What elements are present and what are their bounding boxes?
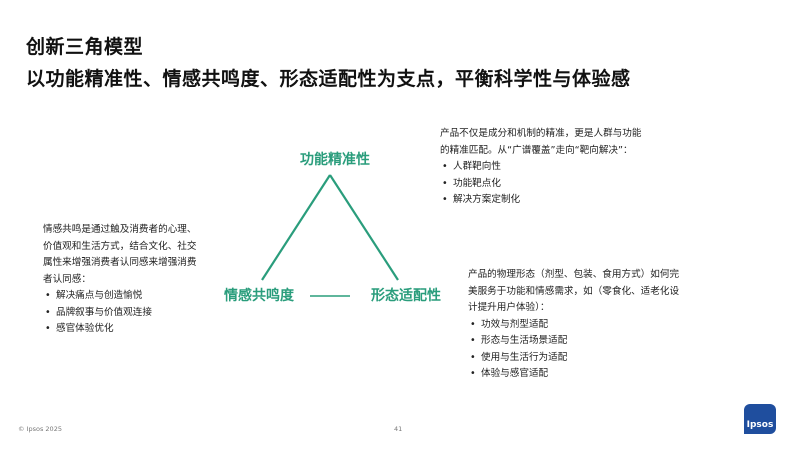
list-item: 感官体验优化	[43, 321, 209, 338]
list-item: 解决痛点与创造愉悦	[43, 288, 209, 305]
triangle-edge-top-left	[261, 174, 331, 281]
copyright-notice: © Ipsos 2025	[18, 425, 62, 433]
page-number: 41	[394, 425, 403, 433]
functional-precision-description: 产品不仅是成分和机制的精准，更是人群与功能 的精准匹配。从“广谱覆盖”走向“靶向…	[440, 126, 690, 209]
bullet-list: 人群靶向性 功能靶点化 解决方案定制化	[440, 159, 690, 209]
bullet-list: 解决痛点与创造愉悦 品牌叙事与价值观连接 感官体验优化	[43, 288, 209, 338]
description-line: 美服务于功能和情感需求，如（零食化、适老化设	[468, 285, 680, 297]
description-line: 情感共鸣是通过触及消费者的心理、	[43, 224, 197, 235]
list-item: 功能靶点化	[440, 176, 690, 193]
list-item: 功效与剂型适配	[468, 317, 726, 334]
ipsos-logo: Ipsos	[744, 404, 776, 434]
description-line: 计提升用户体验）：	[468, 302, 550, 313]
list-item: 人群靶向性	[440, 159, 690, 176]
slide-subtitle: 以功能精准性、情感共鸣度、形态适配性为支点，平衡科学性与体验感	[26, 68, 631, 90]
logo-text: Ipsos	[746, 420, 774, 430]
description-line: 产品不仅是成分和机制的精准，更是人群与功能	[440, 128, 642, 139]
form-adaptability-description: 产品的物理形态（剂型、包装、食用方式）如何完 美服务于功能和情感需求，如（零食化…	[468, 267, 726, 383]
list-item: 形态与生活场景适配	[468, 333, 726, 350]
list-item: 品牌叙事与价值观连接	[43, 305, 209, 322]
triangle-edge-top-right	[329, 174, 399, 281]
description-line: 产品的物理形态（剂型、包装、食用方式）如何完	[468, 269, 680, 280]
node-form-adaptability: 形态适配性	[367, 286, 445, 306]
emotional-resonance-description: 情感共鸣是通过触及消费者的心理、 价值观和生活方式，结合文化、社交 属性来增强消…	[43, 222, 209, 338]
node-emotional-resonance: 情感共鸣度	[220, 286, 298, 306]
description-line: 的精准匹配。从“广谱覆盖”走向“靶向解决”：	[440, 144, 633, 156]
description-line: 属性来增强消费者认同感来增强消费	[43, 257, 197, 268]
description-line: 者认同感：	[43, 273, 91, 285]
list-item: 解决方案定制化	[440, 192, 690, 209]
node-functional-precision: 功能精准性	[296, 150, 374, 170]
list-item: 使用与生活行为适配	[468, 350, 726, 367]
list-item: 体验与感官适配	[468, 366, 726, 383]
description-line: 价值观和生活方式，结合文化、社交	[43, 240, 197, 252]
slide-title: 创新三角模型	[26, 36, 144, 58]
bullet-list: 功效与剂型适配 形态与生活场景适配 使用与生活行为适配 体验与感官适配	[468, 317, 726, 383]
